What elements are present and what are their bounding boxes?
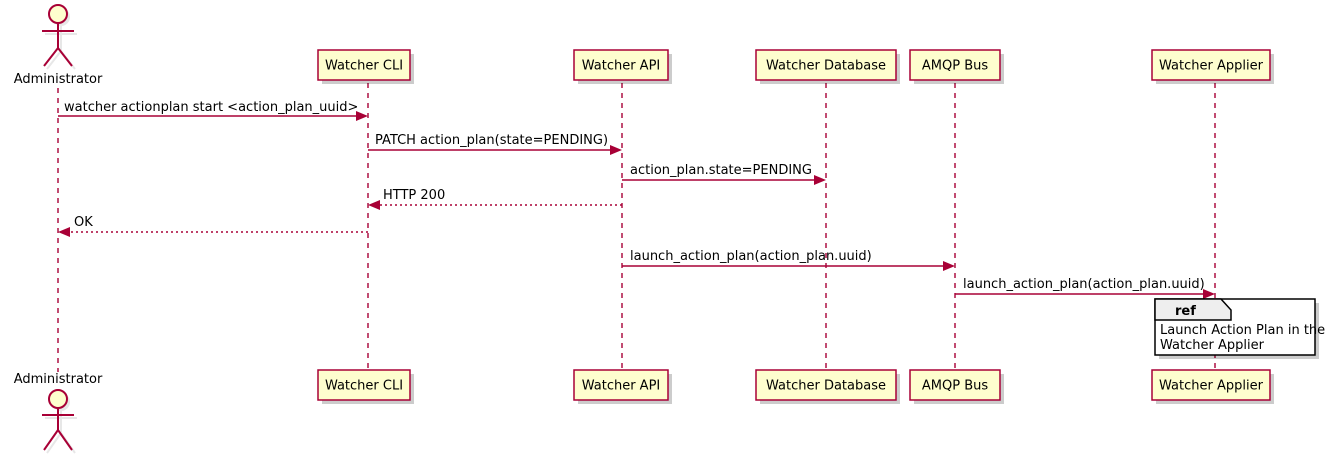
message-launch-action-plan-to-applier[interactable]: launch_action_plan(action_plan.uuid) (955, 277, 1215, 299)
message-ok[interactable]: OK (58, 215, 368, 237)
message-patch-action-plan[interactable]: PATCH action_plan(state=PENDING) (368, 133, 622, 155)
arrow-head-right-icon (943, 261, 955, 271)
participant-label-watcher-applier-bottom: Watcher Applier (1159, 379, 1264, 394)
actor-administrator-bottom[interactable]: Administrator (14, 372, 103, 454)
message-watcher-actionplan-start[interactable]: watcher actionplan start <action_plan_uu… (58, 100, 368, 121)
ref-fragment-line-2: Watcher Applier (1160, 338, 1265, 353)
message-label: PATCH action_plan(state=PENDING) (375, 133, 608, 148)
message-launch-action-plan-to-bus[interactable]: launch_action_plan(action_plan.uuid) (622, 249, 955, 271)
actor-right-leg-icon (57, 429, 73, 451)
participant-label-watcher-api-top: Watcher API (582, 59, 661, 74)
participant-label-watcher-database-top: Watcher Database (766, 59, 886, 74)
arrow-head-left-icon (368, 200, 380, 210)
actor-left-leg-icon (43, 429, 59, 451)
ref-fragment-tab (1154, 298, 1232, 321)
message-label: watcher actionplan start <action_plan_uu… (64, 100, 358, 115)
participant-watcher-cli-top[interactable]: Watcher CLI (317, 49, 414, 84)
arrow-head-right-icon (610, 145, 622, 155)
arrow-head-right-icon (1203, 289, 1215, 299)
message-label: HTTP 200 (383, 188, 445, 203)
participant-watcher-cli-bottom[interactable]: Watcher CLI (317, 369, 414, 404)
ref-fragment-line-1: Launch Action Plan in the (1160, 323, 1325, 338)
actor-head-icon (48, 4, 68, 24)
ref-fragment-tab-label: ref (1175, 304, 1196, 319)
message-label: launch_action_plan(action_plan.uuid) (963, 277, 1205, 292)
message-label: OK (74, 215, 93, 230)
participant-watcher-database-bottom[interactable]: Watcher Database (755, 369, 900, 404)
participant-label-watcher-api-bottom: Watcher API (582, 379, 661, 394)
message-label: launch_action_plan(action_plan.uuid) (630, 249, 872, 264)
participant-watcher-api-top[interactable]: Watcher API (573, 49, 672, 84)
participant-watcher-database-top[interactable]: Watcher Database (755, 49, 900, 84)
participant-amqp-bus-top[interactable]: AMQP Bus (909, 49, 1004, 84)
message-http-200[interactable]: HTTP 200 (368, 188, 622, 210)
actor-head-icon (48, 389, 68, 409)
participant-label-watcher-database-bottom: Watcher Database (766, 379, 886, 394)
participant-watcher-applier-bottom[interactable]: Watcher Applier (1151, 369, 1274, 404)
arrow-head-right-icon (814, 175, 826, 185)
participant-label-amqp-bus-top: AMQP Bus (922, 59, 988, 74)
ref-fragment[interactable]: ref Launch Action Plan in the Watcher Ap… (1154, 298, 1325, 359)
actor-label-administrator-bottom: Administrator (14, 372, 103, 387)
lifelines (57, 83, 1216, 372)
arrow-head-left-icon (58, 227, 70, 237)
actor-left-leg-icon (43, 47, 59, 67)
actor-right-leg-icon (57, 47, 73, 67)
participant-label-amqp-bus-bottom: AMQP Bus (922, 379, 988, 394)
message-label: action_plan.state=PENDING (630, 163, 812, 178)
participant-watcher-applier-top[interactable]: Watcher Applier (1151, 49, 1274, 84)
participant-label-watcher-cli-bottom: Watcher CLI (325, 379, 403, 394)
message-action-plan-state-pending[interactable]: action_plan.state=PENDING (622, 163, 826, 185)
participant-label-watcher-cli-top: Watcher CLI (325, 59, 403, 74)
participant-label-watcher-applier-top: Watcher Applier (1159, 59, 1264, 74)
participant-watcher-api-bottom[interactable]: Watcher API (573, 369, 672, 404)
actor-label-administrator-top: Administrator (14, 72, 103, 87)
actor-administrator-top[interactable]: Administrator (14, 4, 103, 87)
participant-amqp-bus-bottom[interactable]: AMQP Bus (909, 369, 1004, 404)
arrow-head-right-icon (356, 111, 368, 121)
